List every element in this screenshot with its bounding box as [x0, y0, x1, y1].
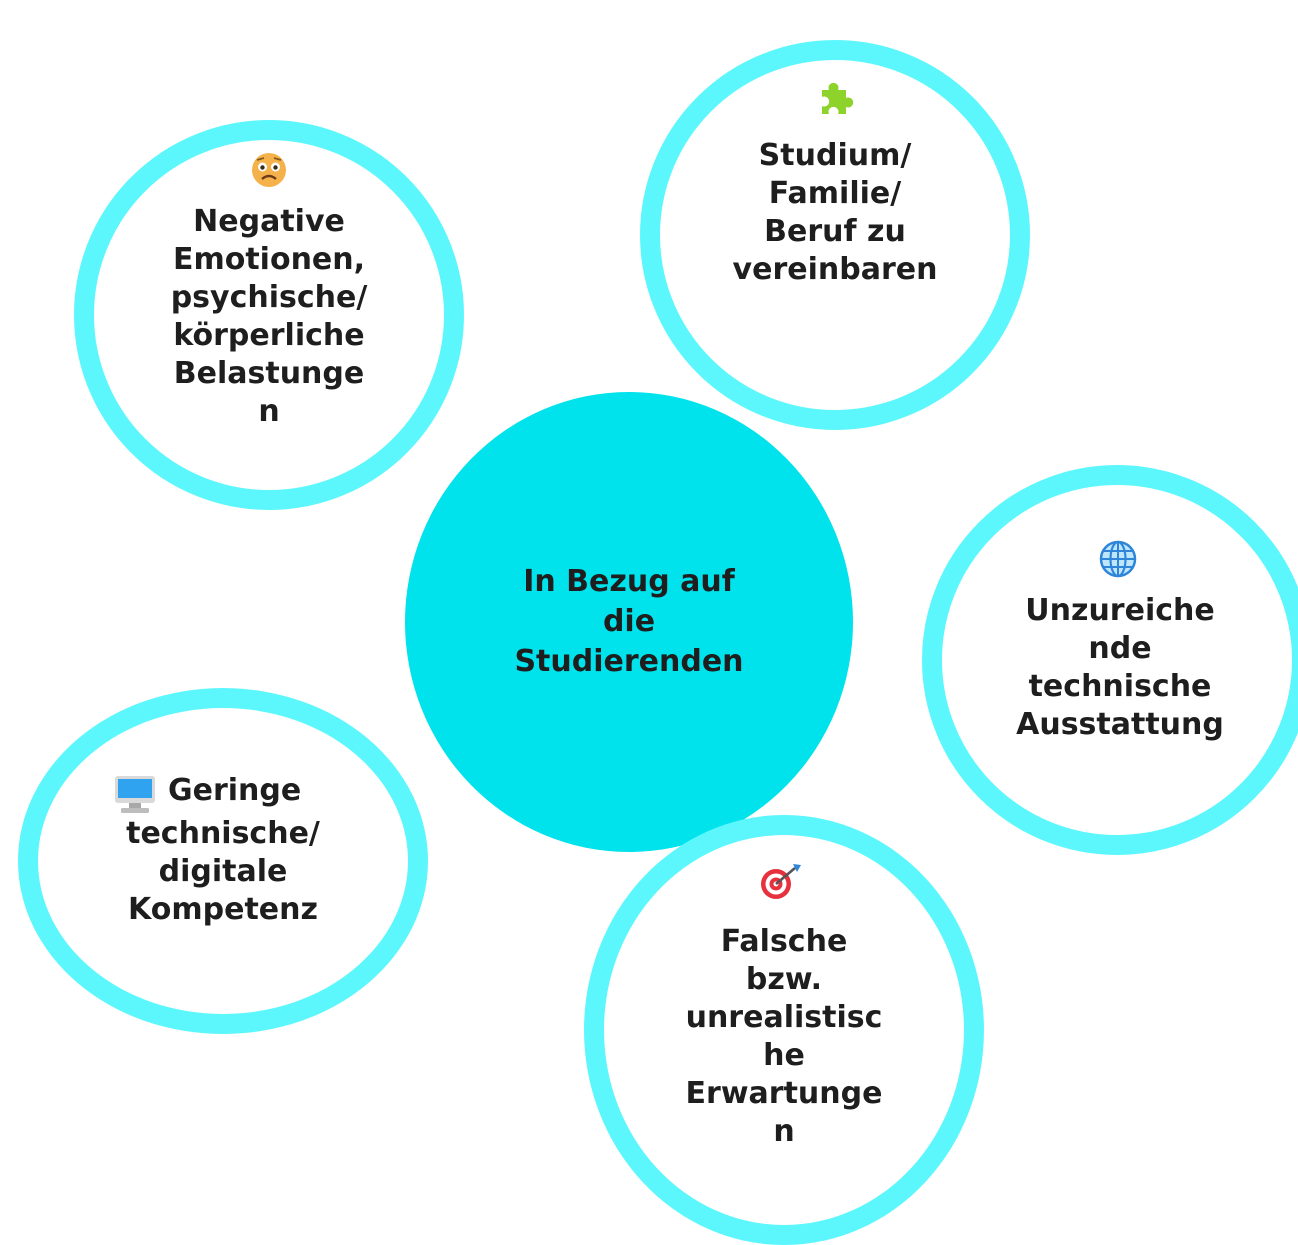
bubble-digital-competence-label: technische/ digitale Kompetenz [126, 816, 320, 927]
center-circle: In Bezug auf die Studierenden [405, 392, 853, 852]
target-icon [761, 864, 801, 899]
bubble-expectations-label: Falsche bzw. unrealistisc he Erwartunge … [685, 924, 883, 1149]
bubble-study-family-job-label: Studium/ Familie/ Beruf zu vereinbaren [732, 138, 938, 287]
worried-face-icon [252, 153, 286, 187]
computer-monitor-icon [115, 776, 155, 813]
center-label: In Bezug auf die Studierenden [514, 564, 744, 679]
globe-icon [1099, 540, 1137, 578]
bubble-technical-equipment-label: Unzureiche nde technische Ausstattung [1016, 593, 1224, 742]
puzzle-piece-icon [822, 82, 854, 114]
bubble-negative-emotions-label: Negative Emotionen, psychische/ körperli… [170, 204, 368, 429]
bubble-digital-competence-label-first: Geringe [168, 773, 302, 808]
